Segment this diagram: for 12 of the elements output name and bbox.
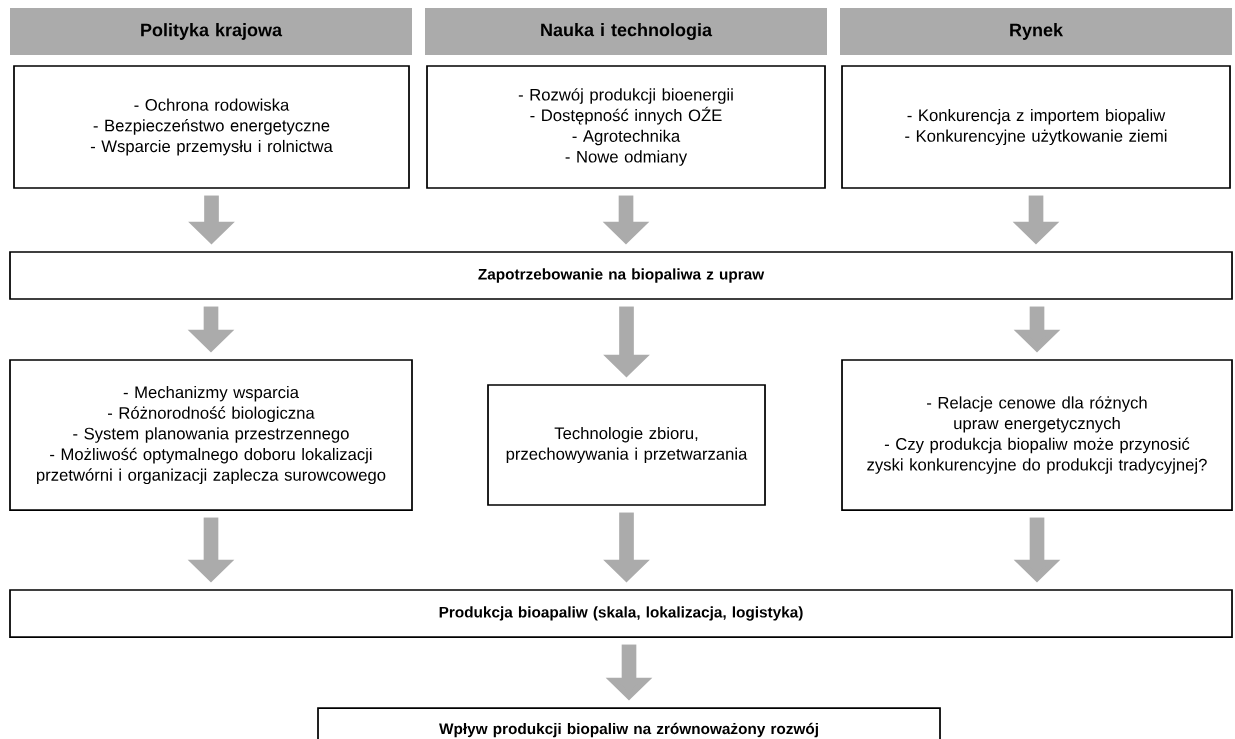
text-box: - Rozwój produkcji bioenergii - Dostępność innych OŹE - Agrotechnika - Nowe odmiany xyxy=(426,65,826,189)
header-band: Polityka krajowa xyxy=(10,8,412,55)
text-box: - Ochrona rodowiska - Bezpieczeństwo energetyczne - Wsparcie przemysłu i rolnictwa xyxy=(13,65,410,189)
header-band: Rynek xyxy=(840,8,1232,55)
header-band: Nauka i technologia xyxy=(425,8,827,55)
process-band: Zapotrzebowanie na biopaliwa z upraw xyxy=(9,251,1233,300)
process-band: Produkcja bioapaliw (skala, lokalizacja, logistyka) xyxy=(9,589,1233,638)
text-box: - Konkurencja z importem biopaliw - Konkurencyjne użytkowanie ziemi xyxy=(841,65,1231,189)
text-box: - Relacje cenowe dla różnych upraw energetycznych - Czy produkcja biopaliw może przynosić zyski konkurencyjne do produkcji tradycyjnej? xyxy=(841,359,1233,511)
text-box: Technologie zbioru, przechowywania i przetwarzania xyxy=(487,384,766,506)
text-box: - Mechanizmy wsparcia - Różnorodność biologiczna - System planowania przestrzennego - Możliwość optymalnego doboru lokalizacji przetwórni i organizacji zaplecza surowcowego xyxy=(9,359,413,511)
result-box: Wpływ produkcji biopaliw na zrównoważony rozwój xyxy=(317,707,941,739)
